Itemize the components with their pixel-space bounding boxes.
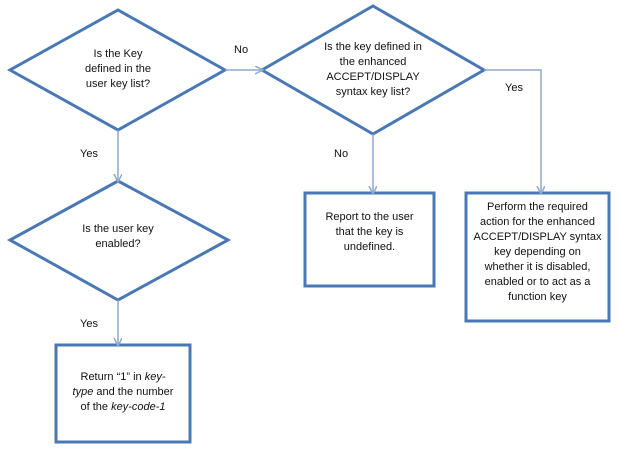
return-line-2: type and the number [72,386,174,398]
process-return-result-shape [54,343,192,444]
process-perform-action-label: Perform the required action for the enha… [473,201,602,303]
return-line-3: of the key-code-1 [80,401,166,413]
edge-label-no-to-enhanced: No [234,44,249,56]
return-line-1: Return “1” in key- [80,371,166,383]
decision-enhanced-list-label: Is the key defined in the enhanced ACCEP… [324,41,422,98]
arrow-yes-to-perform [484,69,541,193]
process-return-result-label: Return “1” in key- type and the number o… [58,370,188,415]
edge-label-yes-to-return: Yes [80,318,98,330]
process-perform-action-shape [464,191,611,323]
process-report-undefined-label: Report to the user that the key is undef… [325,211,414,253]
decision-user-key-enabled-label: Is the user key enabled? [82,223,154,250]
decision-user-key-list-label: Is the Key defined in the user key list? [84,48,152,90]
edge-label-yes-to-enabled: Yes [80,148,98,160]
process-report-undefined-shape [303,191,436,288]
edge-label-no-to-report: No [334,148,349,160]
edge-label-yes-to-perform: Yes [505,82,523,94]
